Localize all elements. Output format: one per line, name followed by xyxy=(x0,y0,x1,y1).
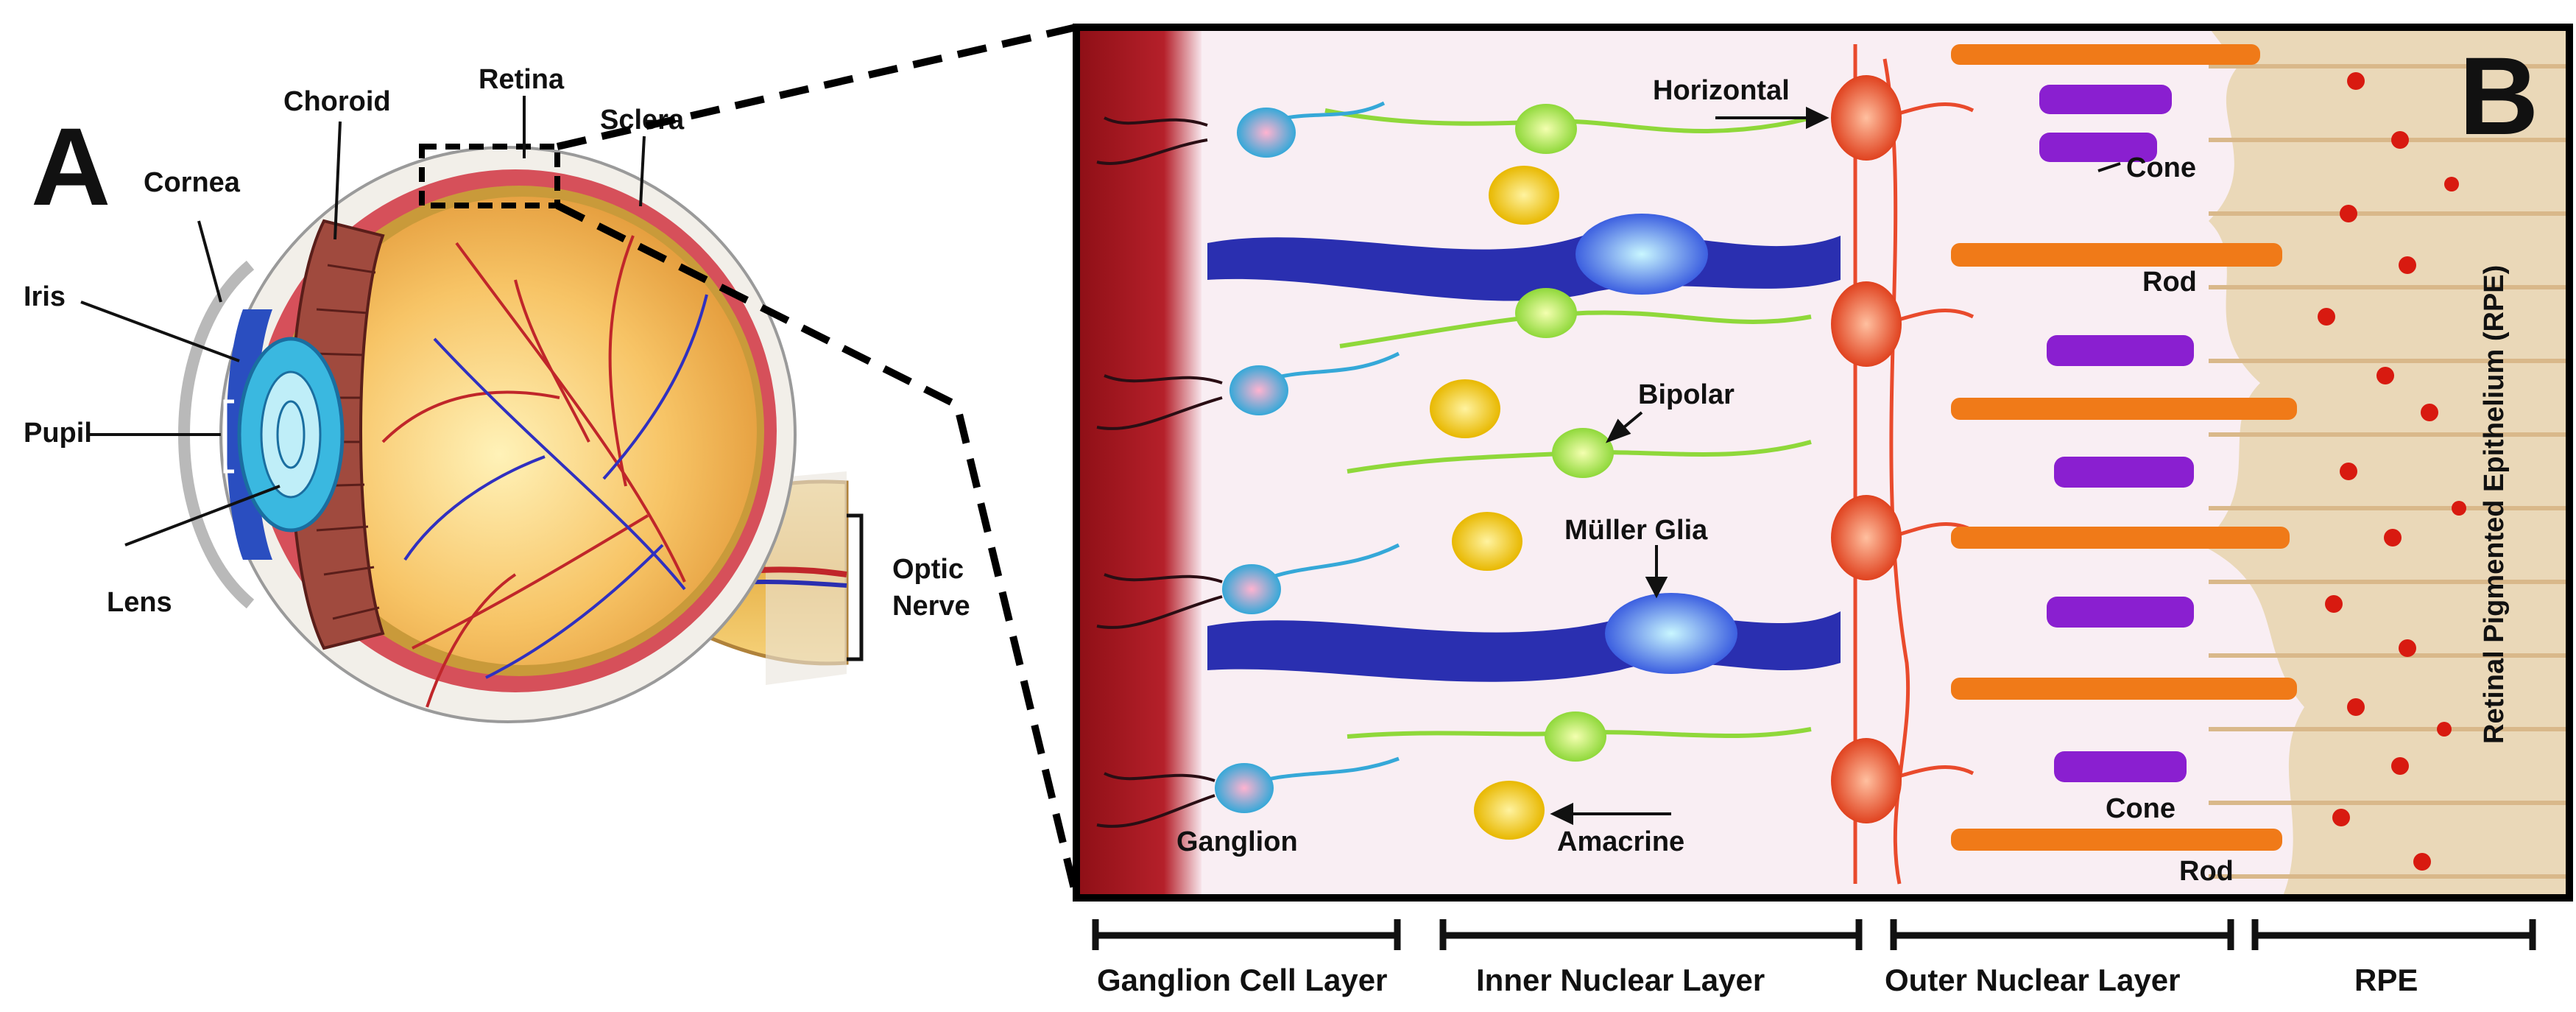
label-lens: Lens xyxy=(107,587,172,618)
label-nerve: Nerve xyxy=(892,591,970,622)
label-muller-glia: Müller Glia xyxy=(1564,515,1708,546)
bipolar-cells xyxy=(1515,104,1614,762)
pupil-bracket xyxy=(223,399,234,474)
panel-a-eye: A xyxy=(24,64,970,723)
layer-label-rpe: RPE xyxy=(2354,963,2418,997)
lens-core xyxy=(260,370,322,499)
label-choroid: Choroid xyxy=(283,86,391,117)
amacrine-cells xyxy=(1430,166,1559,840)
layer-label-inner-nuclear: Inner Nuclear Layer xyxy=(1476,963,1765,997)
cone-cells xyxy=(2039,85,2194,782)
panel-b-letter: B xyxy=(2459,34,2538,158)
label-retina: Retina xyxy=(479,64,565,95)
label-amacrine: Amacrine xyxy=(1557,826,1684,857)
vessels-blue xyxy=(403,294,708,679)
panel-a-letter: A xyxy=(31,105,110,228)
panel-b-retina: B Horizontal Cone Rod Bipolar Müller Gli… xyxy=(1073,24,2573,902)
ganglion-axons xyxy=(1096,116,1223,828)
layer-label-ganglion: Ganglion Cell Layer xyxy=(1097,963,1387,997)
rpe-pigment-spots xyxy=(2318,72,2466,871)
nerve-sheath xyxy=(766,471,847,685)
label-pupil: Pupil xyxy=(24,418,92,449)
vitreous-body xyxy=(289,197,757,665)
label-iris: Iris xyxy=(24,281,66,312)
label-cone-bottom: Cone xyxy=(2106,793,2176,824)
panel-b-frame xyxy=(1073,24,2573,902)
layer-brackets xyxy=(1092,919,2536,950)
ganglion-cells xyxy=(1215,108,1296,813)
label-horizontal: Horizontal xyxy=(1653,75,1790,106)
horizontal-cells xyxy=(1831,75,1902,823)
label-cone-top: Cone xyxy=(2126,152,2196,183)
label-rod-top: Rod xyxy=(2142,267,2197,298)
rpe-stripes xyxy=(2209,64,2569,879)
label-ganglion: Ganglion xyxy=(1176,826,1298,857)
lens-nucleus xyxy=(276,400,306,469)
label-arrows xyxy=(1550,106,2121,826)
vessels-red xyxy=(381,235,686,708)
layer-label-outer-nuclear: Outer Nuclear Layer xyxy=(1885,963,2181,997)
leader-lines xyxy=(80,96,646,547)
zoom-connectors xyxy=(555,24,1080,899)
layer-scale: Ganglion Cell Layer Inner Nuclear Layer … xyxy=(1092,919,2536,997)
label-rod-bottom: Rod xyxy=(2179,856,2234,887)
label-bipolar: Bipolar xyxy=(1638,379,1735,410)
inset-box xyxy=(419,144,560,208)
vitreous-edge xyxy=(1076,27,1201,898)
muller-glia-cells xyxy=(1207,214,1841,682)
label-rpe-vertical: Retinal Pigmented Epithelium (RPE) xyxy=(2479,265,2510,744)
label-optic: Optic xyxy=(892,554,964,585)
optic-bracket xyxy=(847,513,864,661)
rod-cells xyxy=(1951,44,2297,851)
label-cornea: Cornea xyxy=(144,167,241,198)
